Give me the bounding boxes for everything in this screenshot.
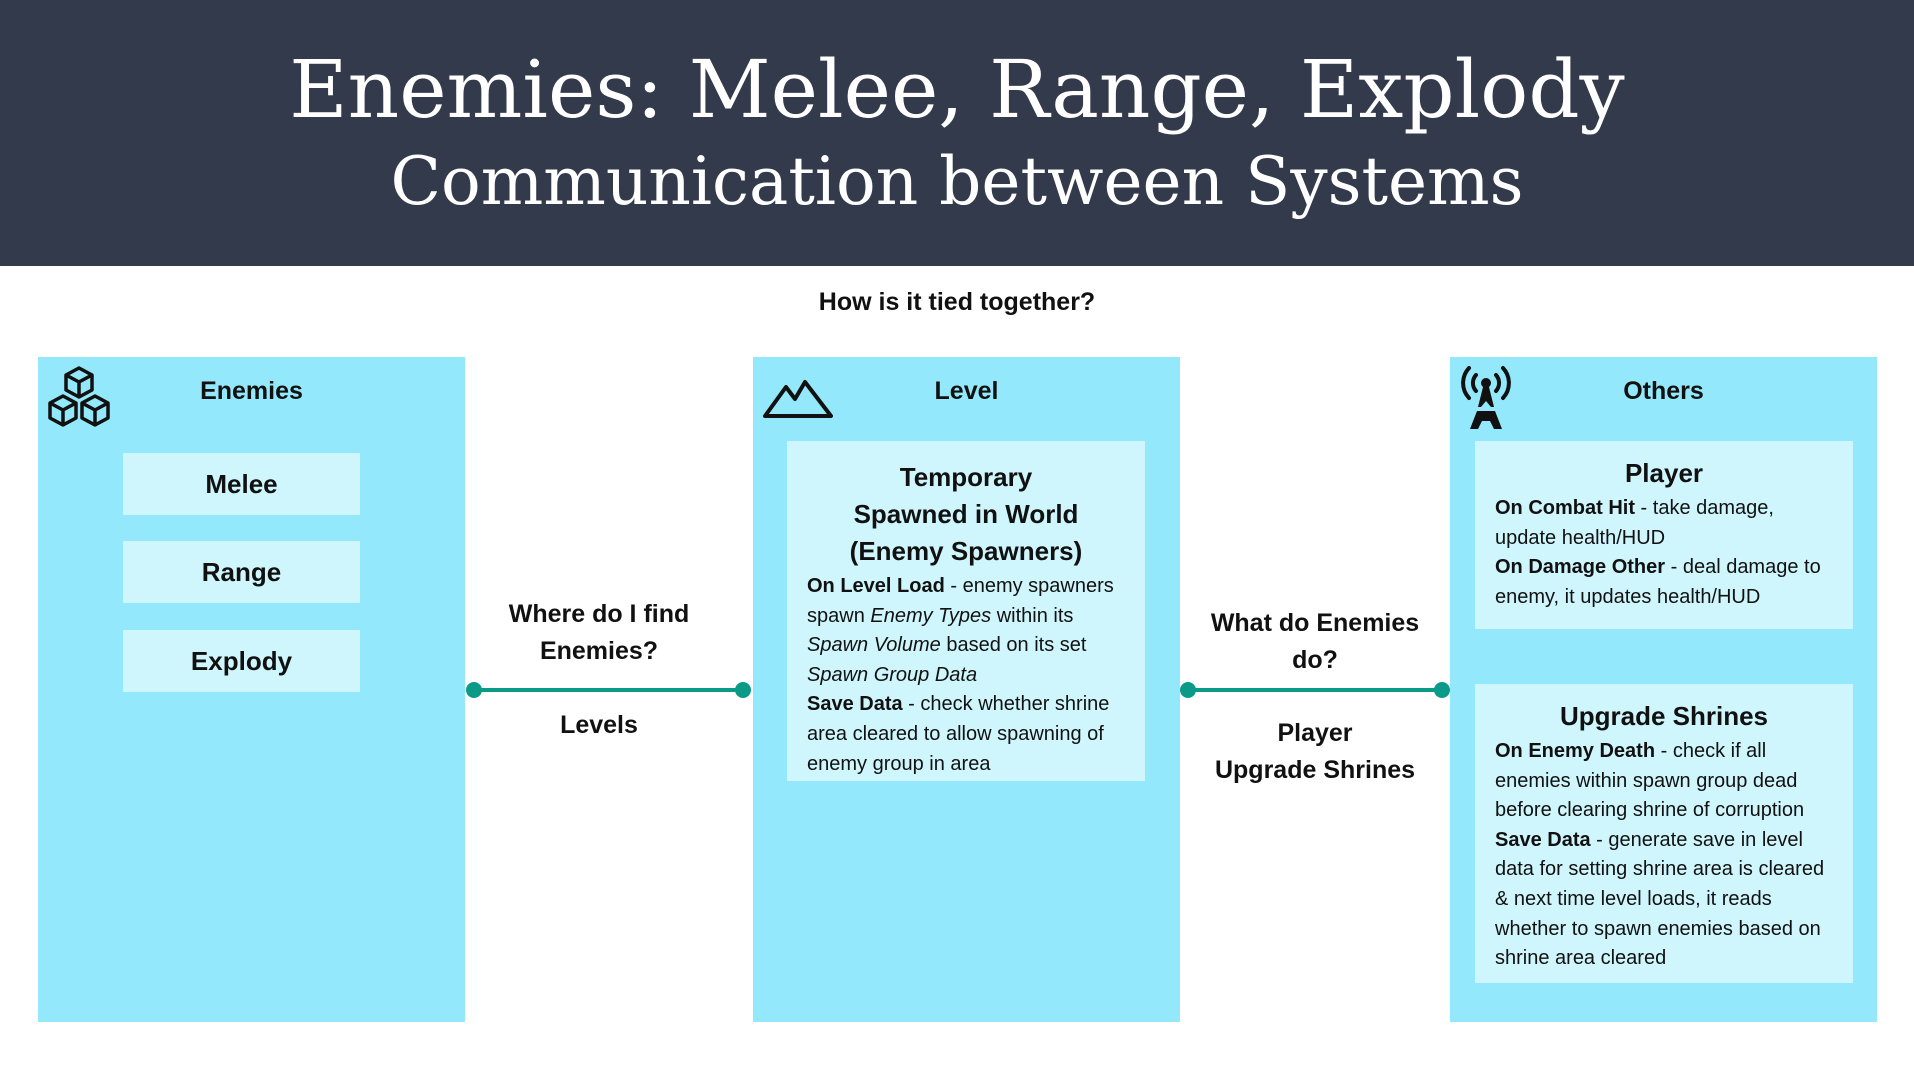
- mountain-icon: [763, 380, 833, 418]
- cubes-icon: [48, 366, 110, 427]
- radio-tower-icon: [1461, 366, 1511, 429]
- shrines-heading: Upgrade Shrines: [1559, 701, 1769, 731]
- title-banner: Enemies: Melee, Range, Explody Communica…: [0, 0, 1914, 266]
- enemy-type-range: Range: [123, 541, 360, 603]
- connector-dot: [735, 682, 751, 698]
- shrine-save-text: Save Data - generate save in level data …: [1495, 828, 1825, 970]
- diagram-question: How is it tied together?: [818, 288, 1096, 316]
- connector-dot: [1180, 682, 1196, 698]
- damage-other-text: On Damage Other - deal damage to enemy, …: [1495, 556, 1821, 608]
- enemies-title: Enemies: [200, 377, 303, 405]
- combat-hit-text: On Combat Hit - take damage, update heal…: [1495, 497, 1774, 549]
- level-load-text: On Level Load - enemy spawners spawn Ene…: [807, 575, 1114, 686]
- enemy-type-melee: Melee: [123, 453, 360, 515]
- level-title: Level: [934, 377, 999, 405]
- subtitle: Communication between Systems: [390, 143, 1524, 220]
- main-title: Enemies: Melee, Range, Explody: [289, 43, 1625, 136]
- upgrade-shrines-box: Upgrade Shrines On Enemy Death - check i…: [1475, 684, 1853, 983]
- connector-dot: [1434, 682, 1450, 698]
- player-box: Player On Combat Hit - take damage, upda…: [1475, 441, 1853, 629]
- link1-question: Where do I find Enemies?: [508, 600, 690, 665]
- link1-answer: Levels: [560, 711, 638, 739]
- save-data-text: Save Data - check whether shrine area cl…: [807, 693, 1110, 775]
- enemy-type-explody: Explody: [123, 630, 360, 692]
- enemies-panel: Enemies Melee Range Explody: [38, 357, 465, 1022]
- others-title: Others: [1623, 377, 1704, 405]
- connector-level-others: [1188, 688, 1442, 692]
- player-heading: Player: [1624, 458, 1704, 488]
- others-panel: Others Player On Combat Hit - take damag…: [1450, 357, 1877, 1022]
- link2-question: What do Enemies do?: [1210, 609, 1420, 674]
- connector-enemies-level: [474, 688, 743, 692]
- enemy-death-text: On Enemy Death - check if all enemies wi…: [1495, 740, 1805, 822]
- connector-dot: [466, 682, 482, 698]
